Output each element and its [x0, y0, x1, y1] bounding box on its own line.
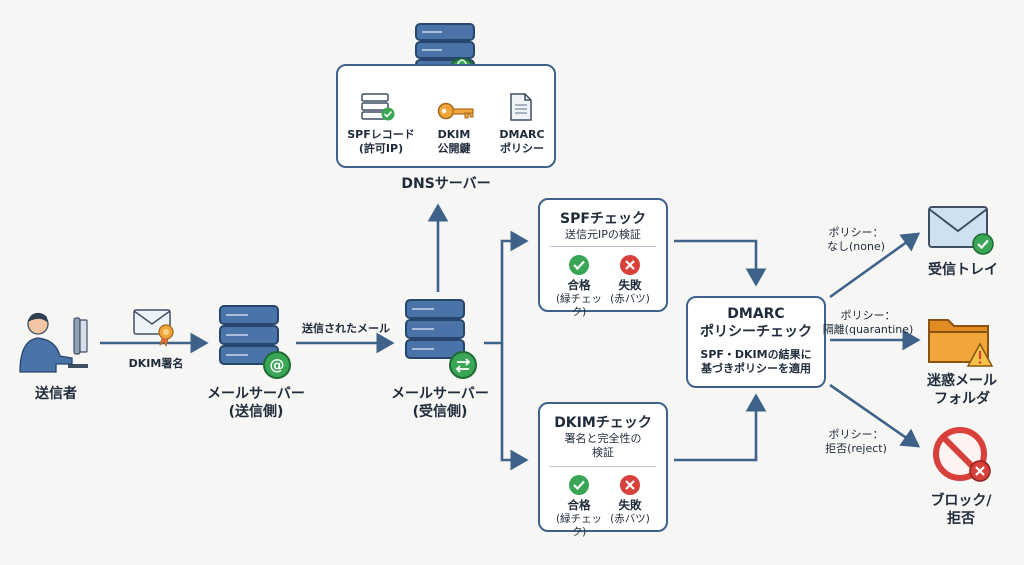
dmarc-check-panel: DMARC ポリシーチェック SPF・DKIMの結果に 基づきポリシーを適用: [686, 296, 826, 388]
spam-folder-icon: [928, 319, 994, 367]
arrow-to-inbox: [829, 232, 921, 299]
block-sign-icon: [933, 427, 991, 482]
policy-quarantine-label: ポリシー： 隔離(quarantine): [822, 309, 914, 336]
arrow-to-spf: [484, 230, 529, 345]
exchange-arrows-icon: [449, 351, 477, 379]
at-sign-icon: @: [263, 351, 291, 379]
spf-check-title: SPFチェック: [560, 211, 646, 227]
person-at-computer-icon: [19, 312, 88, 373]
spf-check-panel: SPFチェック 送信元IPの検証 合格(緑チェック) 失敗(赤バツ): [538, 198, 668, 318]
svg-text:@: @: [270, 356, 285, 374]
policy-reject-label: ポリシー： 拒否(reject): [825, 428, 887, 455]
pass-check-icon: [569, 475, 589, 495]
policy-none-label: ポリシー： なし(none): [826, 226, 886, 253]
dkim-sign-label: DKIM署名: [128, 357, 184, 370]
arrow-to-dkim: [500, 343, 529, 471]
receiving-server-label: メールサーバー (受信側): [391, 386, 489, 420]
dkim-fail-label: 失敗(赤バツ): [610, 498, 650, 526]
dmarc-check-desc: SPF・DKIMの結果に 基づきポリシーを適用: [700, 348, 812, 376]
inbox-envelope-icon: [928, 206, 994, 255]
dkim-pass-label: 合格(緑チェック): [555, 498, 603, 539]
fail-cross-icon: [620, 255, 640, 275]
dkim-check-panel: DKIMチェック 署名と完全性の 検証 合格(緑チェック) 失敗(赤バツ): [538, 402, 668, 538]
spf-record-label: SPFレコード (許可IP): [347, 128, 415, 155]
spf-check-subtitle: 送信元IPの検証: [565, 228, 641, 241]
signed-envelope-icon: [133, 309, 174, 348]
pass-check-icon: [569, 255, 589, 275]
dkim-check-subtitle: 署名と完全性の 検証: [564, 432, 642, 460]
inbox-label: 受信トレイ: [928, 262, 998, 278]
dkim-key-label: DKIM 公開鍵: [437, 128, 471, 155]
spf-divider: [550, 246, 656, 247]
spf-fail-label: 失敗(赤バツ): [610, 278, 650, 306]
sender-label: 送信者: [35, 386, 77, 402]
dmarc-check-title: DMARC ポリシーチェック: [700, 306, 812, 340]
spf-pass-label: 合格(緑チェック): [555, 278, 603, 319]
arrow-dkim-to-dmarc: [674, 393, 767, 462]
block-label: ブロック/ 拒否: [930, 493, 992, 527]
arrow-to-block: [829, 383, 921, 448]
fail-cross-icon: [620, 475, 640, 495]
dmarc-policy-label: DMARC ポリシー: [499, 128, 545, 155]
sending-server-label: メールサーバー (送信側): [207, 386, 305, 420]
dkim-check-title: DKIMチェック: [554, 415, 652, 431]
dkim-divider: [550, 466, 656, 467]
dns-server-title: DNSサーバー: [401, 176, 491, 192]
spam-folder-label: 迷惑メール フォルダ: [927, 373, 997, 407]
receiving-server-icon: [405, 299, 465, 359]
sending-server-icon: [219, 305, 279, 365]
key-icon: [437, 102, 474, 120]
arrow-spf-to-dmarc: [674, 239, 767, 287]
spf-record-icon: [361, 93, 395, 121]
sent-mail-label: 送信されたメール: [302, 322, 390, 335]
document-icon: [510, 93, 532, 121]
